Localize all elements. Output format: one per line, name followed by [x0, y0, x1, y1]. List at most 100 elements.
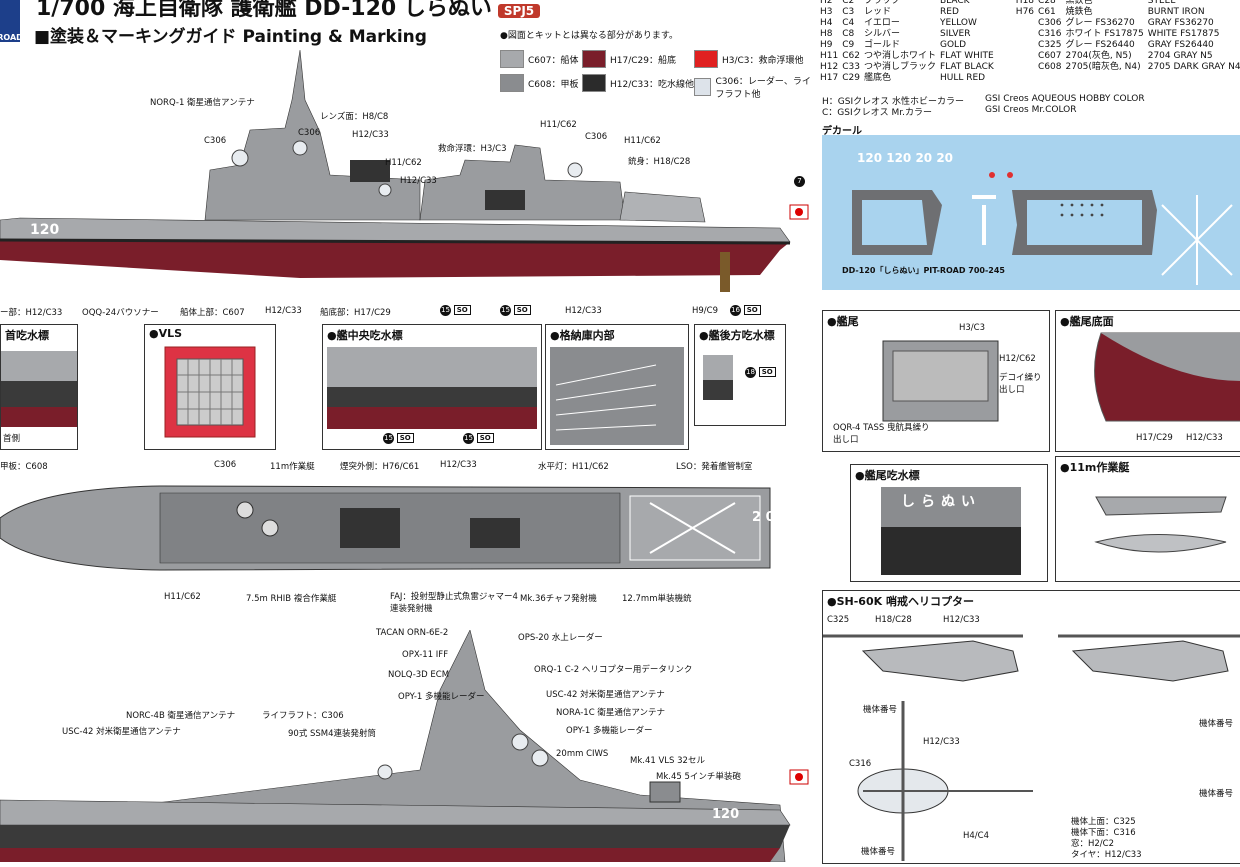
color-table-cell: C62	[842, 51, 860, 61]
color-table-cell: SILVER	[940, 29, 971, 39]
label-lso: LSO：発着艦管制室	[676, 462, 753, 472]
legend-bottom: H17/C29：船底	[582, 50, 676, 68]
color-table-cell	[998, 51, 1038, 62]
label-gun-barrel: 銃身：H18/C28	[628, 157, 691, 167]
decal-art	[852, 172, 1233, 285]
label-nolq: NOLQ-3D ECM	[388, 670, 450, 680]
color-table-cell: 2705 DARK GRAY N4LINO	[1147, 62, 1240, 72]
decal-sheet: 120 120 20 20 DD-120「しらぬい」PIT-ROAD 700-2…	[822, 135, 1240, 290]
h-note: H：GSIクレオス 水性ホビーカラー	[822, 97, 964, 107]
label-mk45: Mk.45 5インチ単装砲	[656, 772, 741, 782]
label-nora: NORA-1C 衛星通信アンテナ	[556, 708, 666, 718]
label-norc: NORC-4B 衛星通信アンテナ	[126, 711, 236, 721]
label-upper-hull: 船体上部：C607	[180, 308, 245, 318]
panel-aft-draft: ●艦後方吃水標 18 SO	[694, 324, 786, 426]
c-note-en: GSI Creos Mr.COLOR	[985, 105, 1077, 115]
color-table-cell	[1148, 73, 1240, 84]
color-table-cell: シルバー	[863, 29, 900, 39]
deck-number: 2 0	[752, 510, 775, 525]
legend-hull: C607：船体	[500, 50, 578, 68]
label-opy1-b: OPY-1 多機能レーダー	[566, 726, 653, 736]
color-table-cell: FLAT WHITE	[940, 51, 994, 61]
label-lens: レンズ面：H8/C8	[320, 112, 389, 122]
panel-vls: ●VLS	[144, 324, 276, 450]
num-so-15a: 15 SO	[440, 305, 471, 316]
color-table-cell	[998, 18, 1038, 29]
color-table-cell: C9	[842, 40, 855, 50]
label-orq: ORQ-1 C-2 ヘリコプター用データリンク	[534, 665, 693, 675]
color-table-cell: レッド	[863, 7, 891, 17]
color-table-cell: グレー FS36270	[1065, 18, 1135, 28]
color-table-cell: H3	[820, 7, 833, 17]
label-mk41: Mk.41 VLS 32セル	[630, 756, 705, 766]
label-c306-c: C306	[585, 132, 608, 142]
label-h11-b: H11/C62	[540, 120, 577, 130]
label-sonar-dome: ー部：H12/C33	[0, 308, 63, 318]
color-table-cell: C316	[1038, 29, 1062, 39]
product-badge: SPJ5	[497, 4, 541, 18]
label-ops20: OPS-20 水上レーダー	[518, 633, 603, 643]
panel-bow-draft: 首吃水標 首側	[0, 324, 78, 450]
num-7: 7	[794, 176, 805, 187]
color-table-cell: GRAY FS26440	[1147, 40, 1214, 50]
h-note-en: GSI Creos AQUEOUS HOBBY COLOR	[985, 94, 1145, 104]
color-table-cell: FLAT BLACK	[940, 62, 994, 72]
color-table-cell: GRAY FS36270	[1147, 18, 1214, 28]
label-h12-b: H12/C33	[400, 176, 437, 186]
color-table-cell: 2704 GRAY N5	[1147, 51, 1213, 61]
label-opy1-a: OPY-1 多機能レーダー	[398, 692, 485, 702]
label-gun127: 12.7mm単装機銃	[622, 594, 692, 604]
label-norq: NORQ-1 衛星通信アンテナ	[150, 98, 255, 108]
color-table-cell: H76	[1015, 7, 1035, 17]
color-table-cell: 黒鉄色	[1065, 0, 1093, 6]
color-table-cell: H2	[820, 0, 833, 6]
label-mk36: Mk.36チャフ発射機	[520, 594, 597, 604]
color-table-cell: BURNT IRON	[1147, 7, 1205, 17]
color-table-cell: STEEL	[1147, 0, 1176, 6]
label-tacan: TACAN ORN-6E-2	[376, 628, 449, 638]
legend-radar: C306：レーダー、ライフラフト他	[694, 74, 814, 100]
panel-helicopter: ●SH-60K 哨戒ヘリコプター C325 H18/C28 H12/C33 機体…	[822, 590, 1240, 864]
label-oqq: OQQ-24バウソナー	[82, 308, 159, 318]
panel-mid-draft: ●艦中央吃水標 15 SO 15 SO	[322, 324, 542, 450]
color-table-cell: C325	[1038, 40, 1062, 50]
color-table-cell: つや消しホワイト	[863, 51, 936, 61]
color-table-cell: つや消しブラック	[863, 62, 936, 72]
color-table-cell: H8	[820, 29, 833, 39]
color-table-cell: C3	[842, 7, 855, 17]
label-deck-c306: C306	[214, 460, 237, 470]
color-table-cell	[998, 73, 1038, 84]
color-table-cell: H17	[820, 73, 839, 83]
color-table-cell	[998, 62, 1038, 73]
num-so-15b: 15 SO	[500, 305, 531, 316]
panel-boat: ●11m作業艇	[1055, 456, 1240, 582]
stern-ship-name: しらぬい	[901, 494, 981, 510]
panel-hangar: ●格納庫内部	[545, 324, 689, 450]
color-table-cell: GOLD	[940, 40, 967, 50]
label-c306-a: C306	[204, 136, 227, 146]
color-table-cell	[1038, 73, 1065, 84]
color-table-cell: C28	[1038, 0, 1056, 6]
decal-title: デカール	[822, 126, 862, 137]
label-boat11: 11m作業艇	[270, 462, 315, 472]
label-h12-c: H12/C33	[265, 306, 302, 316]
legend-waterline: H12/C33：吃水線他	[582, 74, 694, 92]
label-h12-d: H12/C33	[565, 306, 602, 316]
label-c306-b: C306	[298, 128, 321, 138]
color-table-cell: ブラック	[863, 0, 900, 6]
ship-side-view	[0, 49, 809, 292]
color-table-cell: HULL RED	[940, 73, 986, 83]
panel-stern: ●艦尾 H3/C3 H12/C62 デコイ繰り出し口 OQR-4 TASS 曳航…	[822, 310, 1050, 452]
decal-hull-numbers: 120 120 20 20	[857, 151, 954, 165]
color-table-cell: ゴールド	[863, 40, 900, 50]
color-table-cell: H4	[820, 18, 833, 28]
color-table-cell: C61	[1038, 7, 1056, 17]
